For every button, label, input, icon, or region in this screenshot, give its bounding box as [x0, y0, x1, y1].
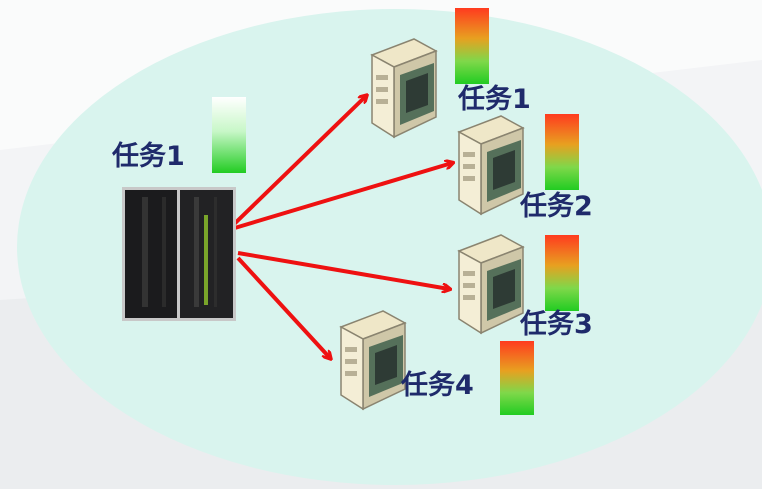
tower-server-icon — [457, 234, 525, 335]
worker-2-task-bar — [545, 114, 579, 190]
worker-3-task-bar — [545, 235, 579, 311]
worker-3-task-label: 任务3 — [520, 309, 593, 340]
tower-server-icon — [370, 38, 438, 139]
arrow-to-worker-1 — [226, 96, 366, 232]
worker-1-task-bar — [455, 8, 489, 84]
tower-server-icon — [457, 115, 525, 216]
arrow-to-worker-3 — [237, 251, 449, 289]
worker-1-task-label: 任务1 — [458, 84, 531, 115]
worker-4-task-label: 任务4 — [401, 370, 474, 401]
master-task-label: 任务1 — [112, 141, 185, 172]
worker-4-task-bar — [500, 341, 534, 415]
arrow-to-worker-4 — [236, 256, 330, 358]
master-task-bar — [212, 97, 246, 173]
worker-2-task-label: 任务2 — [520, 191, 593, 222]
tower-server-icon — [339, 310, 407, 411]
arrow-to-worker-2 — [227, 163, 452, 232]
mainframe-server-icon — [122, 187, 236, 321]
